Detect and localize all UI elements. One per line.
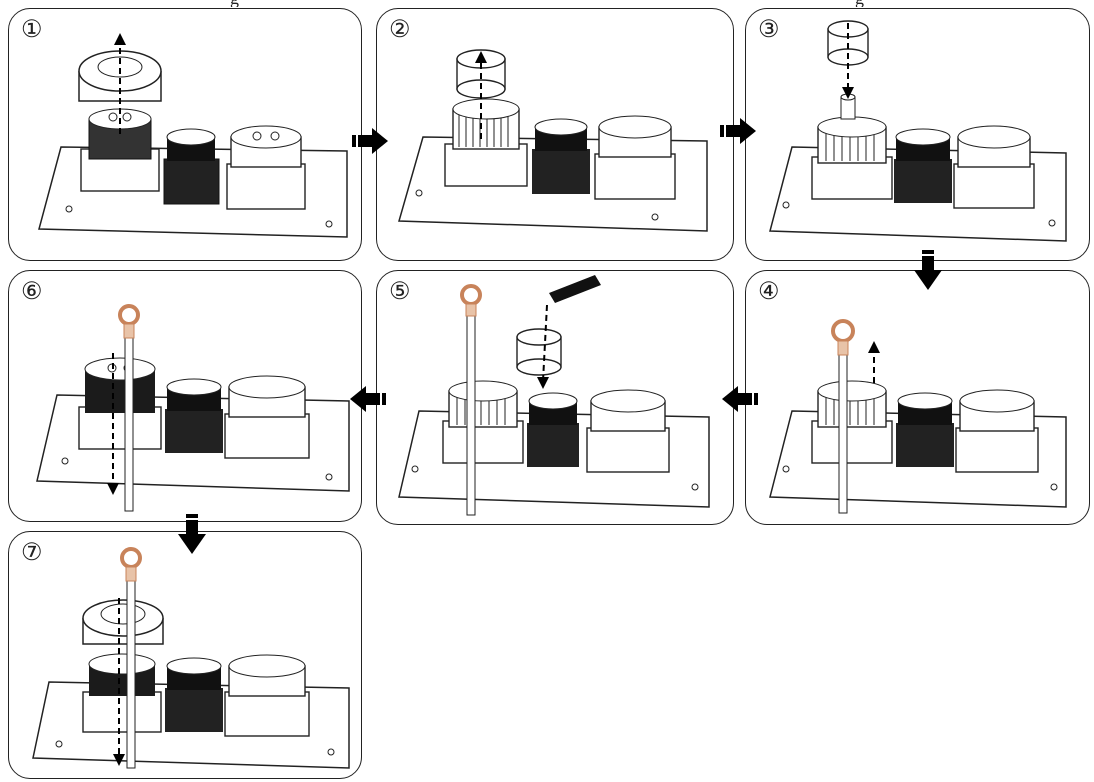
step-panel-7: ⑦ bbox=[8, 531, 362, 779]
gland-assembly-illustration bbox=[9, 532, 362, 779]
gland-assembly-illustration bbox=[377, 271, 734, 525]
down-arrow-icon bbox=[912, 250, 944, 294]
step-panel-3: ③ bbox=[745, 8, 1090, 261]
step-panel-6: ⑥ bbox=[8, 270, 362, 522]
gland-assembly-illustration bbox=[377, 9, 734, 261]
left-arrow-icon bbox=[348, 384, 390, 414]
gland-assembly-illustration bbox=[746, 9, 1090, 261]
gland-assembly-illustration bbox=[746, 271, 1090, 525]
right-arrow-icon bbox=[352, 126, 392, 156]
step-panel-2: ② bbox=[376, 8, 734, 261]
right-arrow-icon bbox=[720, 116, 762, 146]
gland-assembly-illustration bbox=[9, 271, 362, 522]
cropped-caption: g g bbox=[0, 0, 1094, 7]
gland-assembly-illustration bbox=[9, 9, 362, 261]
step-panel-1: ① bbox=[8, 8, 362, 261]
step-panel-5: ⑤ bbox=[376, 270, 734, 525]
step-panel-4: ④ bbox=[745, 270, 1090, 525]
down-arrow-icon bbox=[176, 514, 208, 558]
left-arrow-icon bbox=[720, 384, 762, 414]
